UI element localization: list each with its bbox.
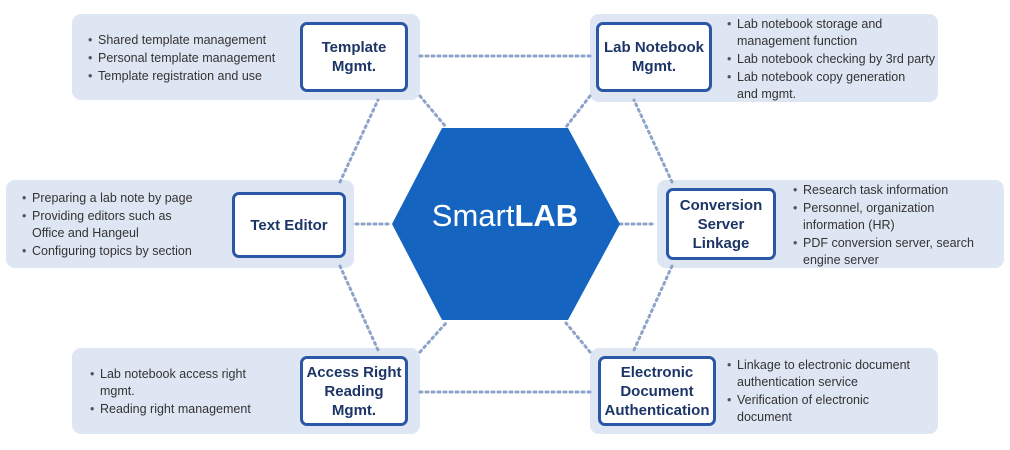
center-hexagon [392, 128, 620, 320]
list-item: Research task information [793, 182, 1001, 199]
list-item: PDF conversion server, search engine ser… [793, 235, 1001, 269]
electronic-document-authentication-box[interactable]: Electronic Document Authentication [598, 356, 716, 426]
list-item: Linkage to electronic document authentic… [727, 357, 935, 391]
list-item: Lab notebook storage and management func… [727, 16, 937, 50]
center-logo: SmartLAB [400, 198, 610, 234]
list-item: Personal template management [88, 50, 298, 67]
access-right-reading-mgmt-box[interactable]: Access Right Reading Mgmt. [300, 356, 408, 426]
list-item: Reading right management [90, 401, 295, 418]
list-item: Preparing a lab note by page [22, 190, 228, 207]
connector-editor-template [338, 98, 380, 184]
connector-template-hex [418, 94, 448, 129]
notebook-features: Lab notebook storage and management func… [727, 16, 937, 104]
text-editor-box[interactable]: Text Editor [232, 192, 346, 258]
template-features: Shared template management Personal temp… [88, 32, 298, 86]
editor-features: Preparing a lab note by page Providing e… [22, 190, 228, 261]
connector-editor-access [338, 264, 380, 352]
lab-notebook-mgmt-box[interactable]: Lab Notebook Mgmt. [596, 22, 712, 92]
auth-features: Linkage to electronic document authentic… [727, 357, 935, 427]
list-item: Configuring topics by section [22, 243, 228, 260]
connector-notebook-hex [564, 94, 592, 129]
list-item: Template registration and use [88, 68, 298, 85]
list-item: Providing editors such as Office and Han… [22, 208, 228, 242]
template-mgmt-box[interactable]: Template Mgmt. [300, 22, 408, 92]
logo-lab: LAB [514, 198, 579, 233]
connector-conversion-notebook [632, 98, 674, 184]
list-item: Lab notebook checking by 3rd party [727, 51, 937, 68]
connector-access-hex [418, 321, 448, 354]
conversion-server-linkage-box[interactable]: Conversion Server Linkage [666, 188, 776, 260]
list-item: Lab notebook copy generation and mgmt. [727, 69, 937, 103]
list-item: Verification of electronic document [727, 392, 935, 426]
list-item: Personnel, organization information (HR) [793, 200, 1001, 234]
list-item: Lab notebook access right mgmt. [90, 366, 295, 400]
conversion-features: Research task information Personnel, org… [793, 182, 1001, 270]
connector-conversion-auth [632, 264, 674, 352]
logo-smart: Smart [431, 198, 515, 233]
access-features: Lab notebook access right mgmt. Reading … [90, 366, 295, 419]
connector-auth-hex [564, 321, 592, 354]
list-item: Shared template management [88, 32, 298, 49]
